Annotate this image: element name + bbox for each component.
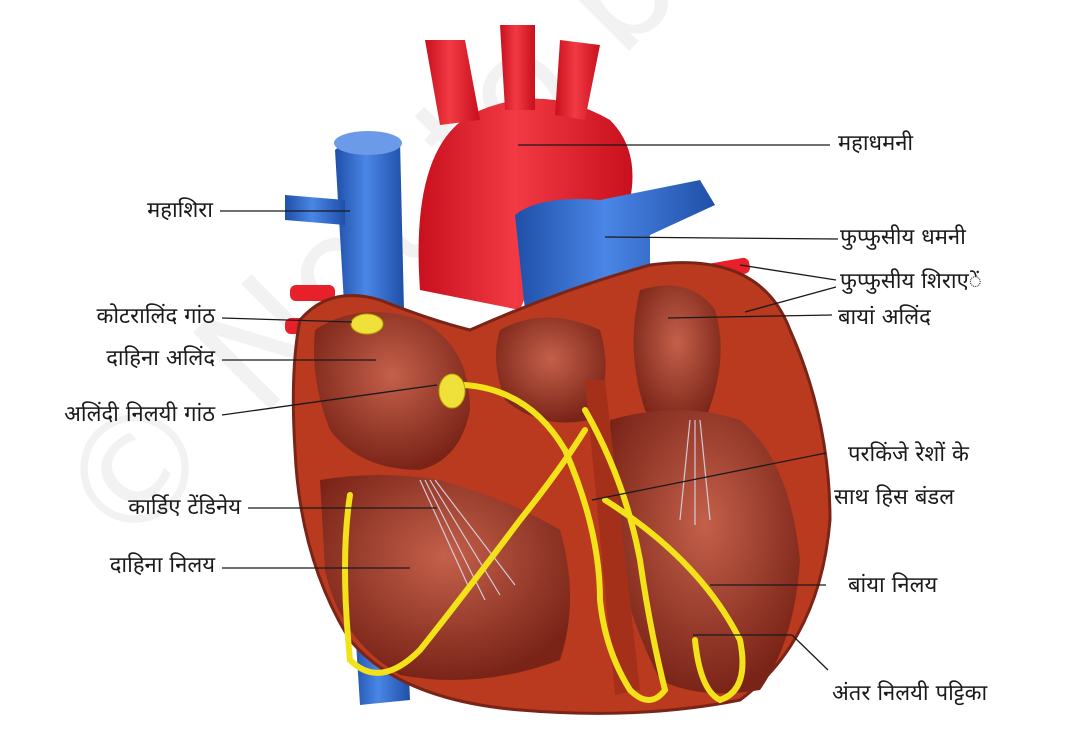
label-purkinje-line2: साथ हिस बंडल: [834, 484, 954, 512]
label-av-node: अलिंदी निलयी गांठ: [64, 401, 215, 429]
label-aorta: महाधमनी: [838, 130, 913, 158]
sa-node: [351, 314, 383, 334]
label-vena-cava: महाशिरा: [147, 197, 213, 225]
label-left-ventricle: बांया निलय: [848, 572, 937, 600]
label-right-atrium: दाहिना अलिंद: [106, 345, 215, 373]
label-purkinje-line1: परकिंजे रेशों के: [848, 441, 969, 469]
av-node: [439, 374, 465, 408]
label-septum: अंतर निलयी पट्टिका: [832, 680, 987, 708]
label-pulmonary-artery: फुप्फुसीय धमनी: [840, 224, 966, 252]
label-chordae: कार्डिए टेंडिनेय: [128, 494, 241, 522]
label-right-ventricle: दाहिना निलय: [110, 552, 215, 580]
label-left-atrium: बायां अलिंद: [838, 304, 931, 332]
label-pulmonary-veins: फुप्फुसीय शिराएें: [840, 268, 982, 296]
label-sa-node: कोटरालिंद गांठ: [96, 303, 215, 331]
